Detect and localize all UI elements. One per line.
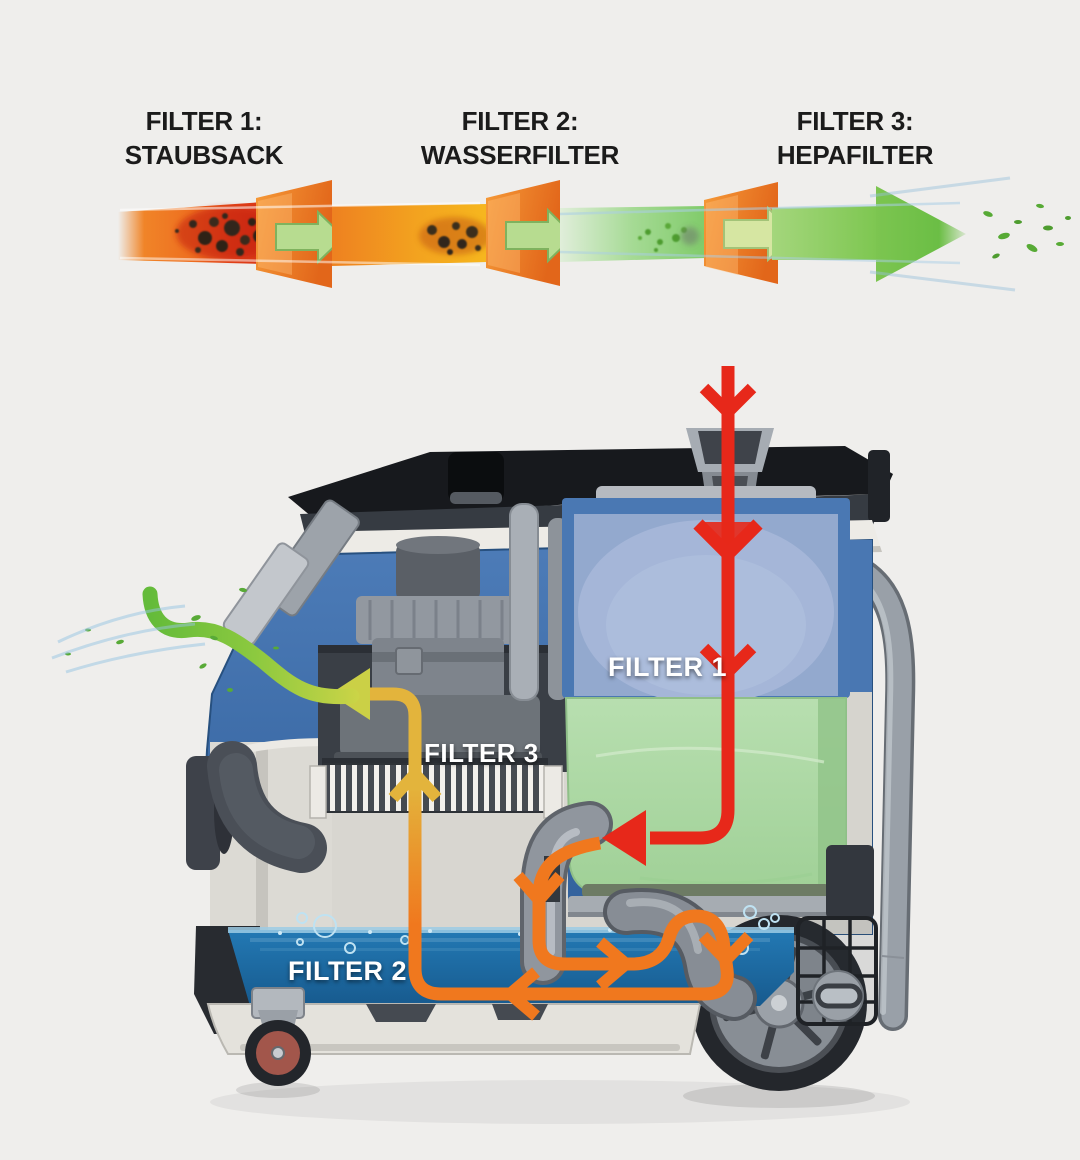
filter2-water-tank — [228, 905, 794, 1006]
fine-dust-particles — [427, 222, 481, 255]
motor-pipe — [509, 503, 539, 701]
exhaust-speed-lines — [51, 604, 206, 674]
micro-particles — [638, 223, 699, 252]
handle-post — [868, 450, 890, 522]
machine-label-filter3: FILTER 3 — [424, 738, 539, 768]
exhaust-arrow-green — [51, 586, 360, 705]
airflow-legend — [118, 176, 1071, 292]
clean-air-stream — [560, 206, 706, 262]
header-label-filter2-line2: WASSERFILTER — [420, 140, 620, 170]
front-caster — [245, 987, 311, 1086]
header-label-filter1-line1: FILTER 1: — [145, 106, 263, 136]
exhaust-port-elbow — [186, 741, 327, 873]
speed-lines — [119, 176, 1016, 292]
motor-assembly — [334, 503, 568, 774]
exhaust-air-debris — [65, 587, 279, 692]
clean-air-arrow — [772, 186, 966, 282]
header-label-filter2-line1: FILTER 2: — [461, 106, 579, 136]
header-label-filter1: FILTER 1: STAUBSACK — [64, 104, 344, 172]
header-label-filter2: FILTER 2: WASSERFILTER — [380, 104, 660, 172]
header-label-filter3: FILTER 3: HEPAFILTER — [715, 104, 995, 172]
intake-arrow-red — [602, 366, 763, 866]
machine-label-filter1: FILTER 1 — [608, 652, 728, 682]
header-label-filter1-line2: STAUBSACK — [124, 140, 284, 170]
filter1-dust-bag — [562, 486, 850, 917]
machine-label-filter2: FILTER 2 — [288, 956, 408, 986]
exhaust-debris — [983, 203, 1071, 259]
base-tray — [206, 1003, 702, 1055]
filtered-air-arrow-1 — [275, 209, 346, 265]
header-label-filter3-line1: FILTER 3: — [796, 106, 914, 136]
accessory-cage — [796, 916, 878, 1026]
waterfilter-arrow-orange — [408, 836, 754, 1021]
red-arrowhead — [602, 810, 646, 866]
airflow-path — [51, 366, 763, 1021]
coarse-dust-particles — [175, 213, 267, 256]
machine-shadow — [210, 1080, 910, 1124]
latch-block — [826, 845, 874, 919]
exhaust-hose — [827, 549, 916, 1031]
vacuum-machine — [186, 428, 916, 1124]
header-label-filter3-line2: HEPAFILTER — [776, 140, 934, 170]
